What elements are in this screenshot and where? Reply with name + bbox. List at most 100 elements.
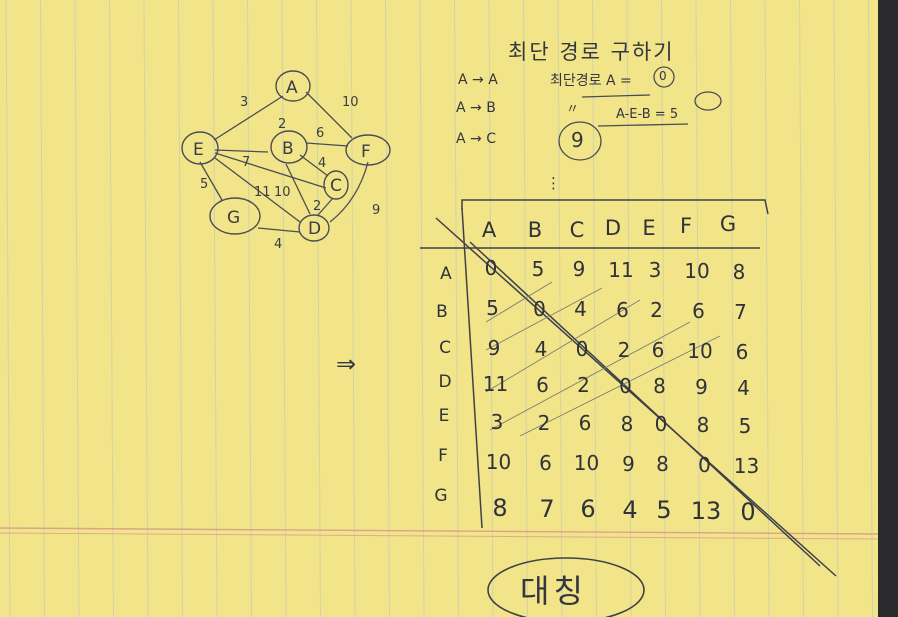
node-e-circle xyxy=(181,131,219,165)
matrix-cell-g-a: 8 xyxy=(492,494,508,522)
matrix-cell-b-f: 6 xyxy=(692,299,705,323)
edge-e-c xyxy=(214,152,327,189)
matrix-cell-f-d: 9 xyxy=(622,451,635,476)
matrix-cell-d-c: 2 xyxy=(577,373,590,398)
notebook-page: A E B F C G D 3 10 2 6 4 11 10 7 2 5 4 9 xyxy=(0,0,878,617)
matrix-cell-b-c: 4 xyxy=(574,297,587,322)
matrix-cell-d-f: 9 xyxy=(695,375,708,399)
row-header-a: A xyxy=(440,264,452,284)
matrix-cell-g-g: 0 xyxy=(740,497,756,526)
note-circle-b xyxy=(694,91,722,111)
matrix-cell-g-c: 6 xyxy=(580,495,596,524)
matrix-cell-c-d: 2 xyxy=(617,337,631,362)
matrix-cell-c-g: 6 xyxy=(735,339,749,364)
matrix-cell-b-g: 7 xyxy=(734,299,747,324)
note-value-1: 0 xyxy=(659,69,667,83)
note-desc-2: 〃 xyxy=(566,102,580,117)
weight-c-d: 2 xyxy=(313,199,321,214)
ruled-lines xyxy=(0,0,878,617)
matrix-cell-b-a: 5 xyxy=(486,296,499,320)
matrix-cell-g-f: 13 xyxy=(690,497,722,525)
matrix-cell-c-c: 0 xyxy=(575,337,589,362)
note-route-2: A → B xyxy=(456,100,496,116)
row-header-c: C xyxy=(439,338,451,358)
matrix-cell-g-e: 5 xyxy=(656,496,672,525)
matrix-cell-c-f: 10 xyxy=(687,339,713,363)
matrix-cell-b-b: 0 xyxy=(533,296,546,321)
matrix-cell-f-b: 6 xyxy=(539,450,552,475)
node-c: C xyxy=(330,176,342,196)
col-header-e: E xyxy=(642,216,656,240)
matrix-cell-c-e: 6 xyxy=(651,338,665,363)
edge-a-f xyxy=(305,91,353,139)
matrix-cell-f-e: 8 xyxy=(656,452,669,477)
matrix-cell-c-a: 9 xyxy=(487,336,501,360)
edge-g-d xyxy=(257,227,301,233)
matrix-cell-e-g: 5 xyxy=(738,413,752,438)
matrix-cell-a-f: 10 xyxy=(684,259,710,283)
weight-a-f: 10 xyxy=(342,95,359,110)
node-f: F xyxy=(361,142,371,162)
matrix-cell-a-b: 5 xyxy=(531,256,545,281)
col-header-a: A xyxy=(481,218,497,242)
row-header-f: F xyxy=(438,446,448,466)
matrix-cell-d-b: 6 xyxy=(536,372,549,397)
edge-b-c xyxy=(299,154,329,177)
node-c-circle xyxy=(323,170,349,200)
note-route-3: A → C xyxy=(456,131,496,147)
edge-c-d xyxy=(317,197,334,216)
matrix-cell-f-f: 0 xyxy=(698,453,711,477)
matrix-cell-e-c: 6 xyxy=(578,411,592,436)
edge-f-d xyxy=(329,161,369,223)
row-header-e: E xyxy=(438,406,450,426)
matrix-cell-a-c: 9 xyxy=(572,257,586,282)
row-header-g: G xyxy=(434,486,448,506)
node-d-circle xyxy=(298,214,330,242)
row-header-b: B xyxy=(436,302,448,322)
matrix-cell-a-e: 3 xyxy=(648,258,662,283)
matrix-cell-a-g: 8 xyxy=(732,259,746,284)
matrix-cell-d-e: 8 xyxy=(653,374,666,399)
matrix-cell-a-d: 11 xyxy=(608,257,634,282)
note-desc-1: 최단경로 A = xyxy=(550,73,632,89)
weight-e-d: 11 xyxy=(254,185,271,200)
weight-f-d: 9 xyxy=(372,203,380,218)
edge-b-d xyxy=(285,163,311,215)
matrix-cell-f-g: 13 xyxy=(733,453,760,478)
note-circle-a xyxy=(653,66,675,88)
weight-b-f: 6 xyxy=(316,126,324,141)
node-f-circle xyxy=(345,134,391,166)
note-value-2: A-E-B = 5 xyxy=(616,107,679,122)
note-underline-1 xyxy=(581,94,651,98)
matrix-cell-f-c: 10 xyxy=(573,451,600,476)
col-header-b: B xyxy=(527,218,543,242)
symmetric-oval xyxy=(487,557,645,617)
handwritten-sketch: A E B F C G D 3 10 2 6 4 11 10 7 2 5 4 9 xyxy=(181,66,837,617)
edge-b-f xyxy=(305,142,349,147)
matrix-cell-b-e: 2 xyxy=(650,298,663,323)
edge-e-d xyxy=(214,157,301,223)
col-header-g: G xyxy=(719,212,737,236)
edge-e-g xyxy=(199,161,223,201)
row-header-d: D xyxy=(438,372,452,392)
matrix-cell-g-b: 7 xyxy=(539,494,555,523)
node-g-circle xyxy=(209,197,261,235)
note-underline-2 xyxy=(597,123,689,127)
matrix-diagonal xyxy=(435,217,837,577)
node-b-circle xyxy=(270,130,308,164)
matrix-cell-c-b: 4 xyxy=(534,336,548,361)
edge-e-b xyxy=(214,149,269,153)
note-route-1: A → A xyxy=(458,72,498,88)
edge-a-e xyxy=(213,95,284,141)
matrix-cell-b-d: 6 xyxy=(616,297,629,322)
matrix-cell-e-e: 0 xyxy=(654,412,668,437)
node-a: A xyxy=(286,78,298,98)
col-header-d: D xyxy=(604,216,622,240)
matrix-cell-e-f: 8 xyxy=(696,413,710,437)
weight-b-d: 10 xyxy=(274,185,291,200)
matrix-cell-f-a: 10 xyxy=(485,450,512,474)
weight-g-d: 4 xyxy=(274,237,282,252)
node-g: G xyxy=(227,208,240,228)
note-circle-c xyxy=(558,121,602,161)
matrix-cell-e-d: 8 xyxy=(620,411,634,436)
